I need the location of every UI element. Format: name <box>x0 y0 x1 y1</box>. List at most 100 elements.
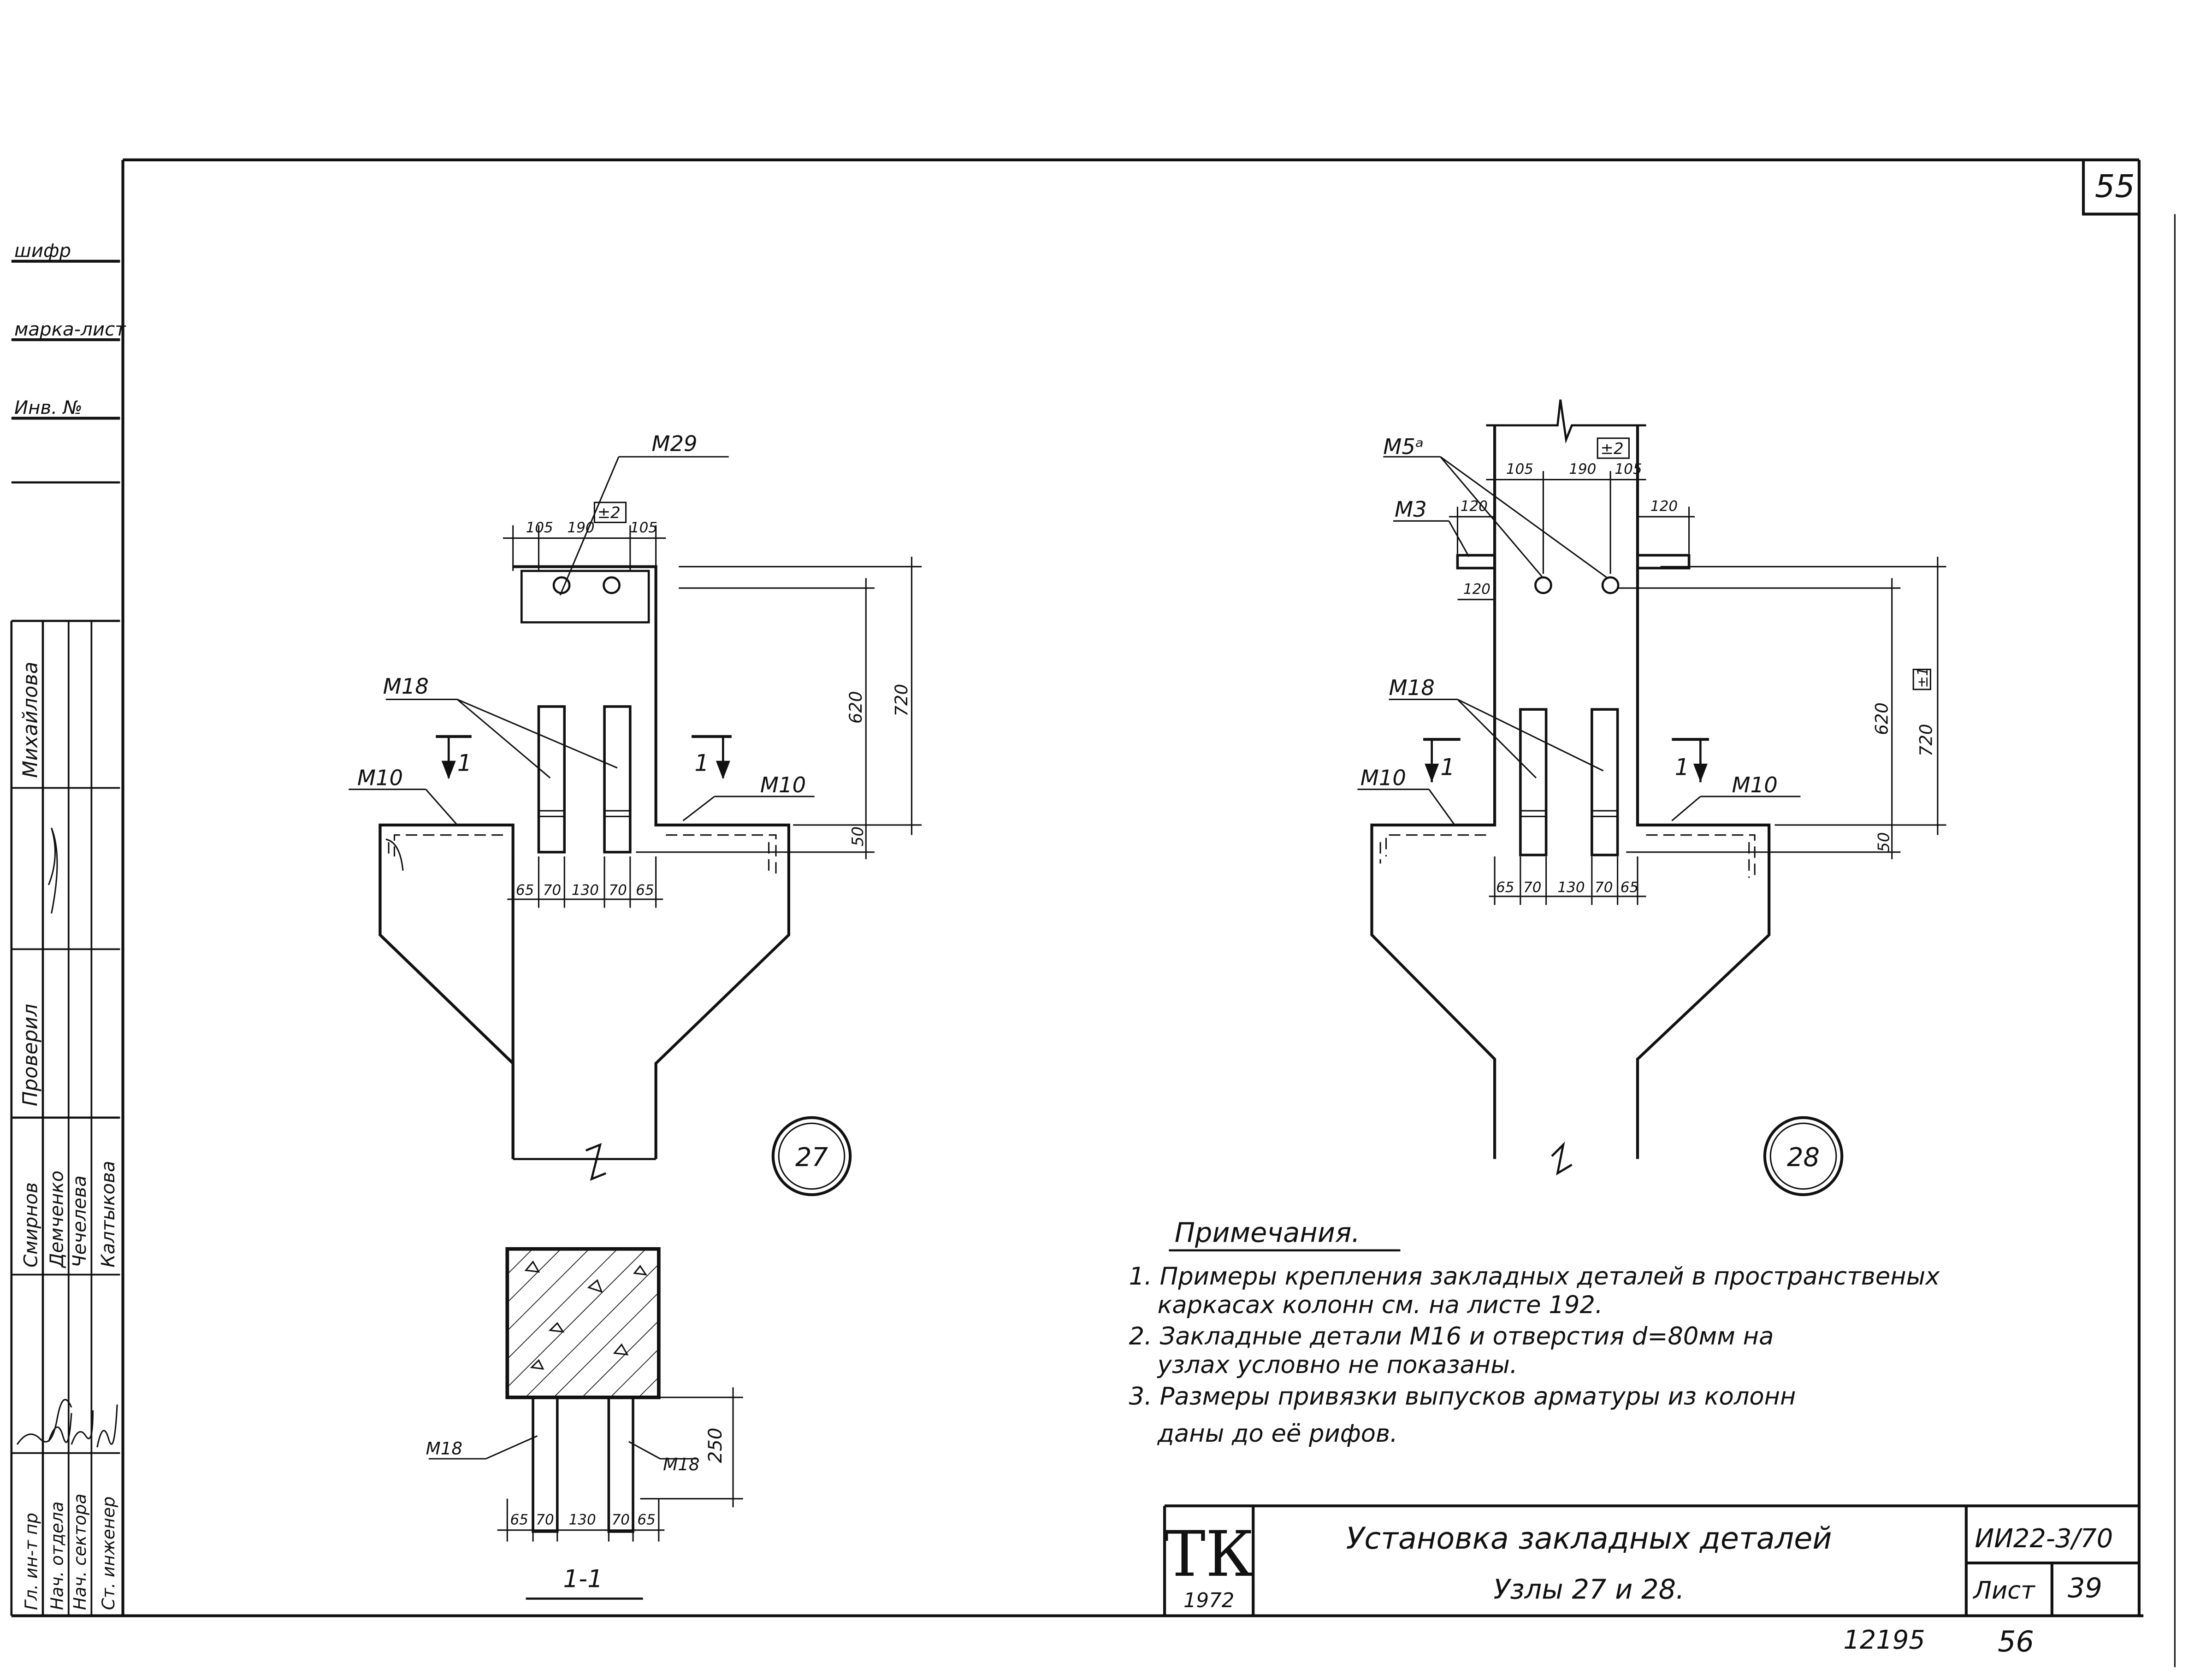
section-m18-right: M18 <box>663 1454 699 1474</box>
node27-callout-m18: M18 <box>383 674 429 699</box>
note-line-3: узлах условно не показаны. <box>1157 1351 1518 1379</box>
left-strip: шифр марка-лист Инв. № Михайлова Провери… <box>10 240 126 1616</box>
node28-callout-m3: M3 <box>1395 497 1427 522</box>
node28-callout-m18: M18 <box>1389 675 1435 700</box>
section-dim-bottom-0: 65 <box>510 1511 528 1528</box>
section-title: 1-1 <box>563 1565 603 1593</box>
node28-dim-side-0: 120 <box>1461 498 1488 515</box>
node28-callout-m10-left: M10 <box>1360 765 1406 790</box>
node28-callout-m5a: M5ᵃ <box>1383 434 1424 459</box>
node28-vertical-dims <box>1617 556 1946 860</box>
node27-callout-m10-right: M10 <box>760 772 806 797</box>
page-number: 55 <box>2095 168 2135 205</box>
title-block-title-1: Установка закладных деталей <box>1346 1521 1832 1556</box>
node-27: M29 M18 M10 M10 1 1 ±2 105 190 105 <box>349 431 922 1197</box>
node27-section-mark-left: 1 <box>457 749 472 776</box>
node27-tol: ±2 <box>597 504 621 522</box>
note-line-5: даны до её рифов. <box>1157 1420 1398 1448</box>
node28-dim-top-1: 190 <box>1569 461 1596 477</box>
strip-name-2: Чечелева <box>69 1175 90 1267</box>
strip-name-1: Демченко <box>46 1171 67 1268</box>
note-line-4: 3. Размеры привязки выпусков арматуры из… <box>1129 1382 1796 1410</box>
strip-field-mark-sheet: марка-лист <box>14 319 126 340</box>
node27-dim-bottom-0: 65 <box>516 882 534 899</box>
strip-role-1: Нач. отдела <box>47 1502 67 1610</box>
title-block-sheet-number: 39 <box>2068 1572 2102 1603</box>
node27-outline <box>379 565 791 1159</box>
node28-dim-bottom-0: 65 <box>1496 879 1514 896</box>
node28-outline <box>1370 425 1771 1159</box>
node27-dim-bottom-1: 70 <box>543 882 561 899</box>
node28-callout-m10-right: M10 <box>1732 772 1778 797</box>
title-block-logo: ТК <box>1164 1518 1254 1591</box>
title-block-year: 1972 <box>1183 1589 1234 1612</box>
note-line-2: 2. Закладные детали M16 и отверстия d=80… <box>1129 1322 1774 1350</box>
node27-callouts <box>349 456 815 826</box>
section-m18-left: M18 <box>426 1438 462 1459</box>
node27-bottom-dims <box>507 856 663 908</box>
node-28: M5ᵃ M3 M18 M10 M10 1 1 ±2 105 190 <box>1357 399 1946 1197</box>
strip-field-inv-no: Инв. № <box>14 397 83 419</box>
node27-dim-50: 50 <box>849 826 867 846</box>
node28-dim-bottom-4: 65 <box>1621 879 1638 896</box>
section-dim-bottom-1: 70 <box>536 1511 554 1528</box>
section-dim-bottom-3: 70 <box>612 1511 630 1528</box>
node28-dim-side-2: 120 <box>1463 581 1490 597</box>
node28-section-mark-left: 1 <box>1440 754 1455 781</box>
strip-name-mikhailova: Михайлова <box>19 662 42 778</box>
node27-dim-bottom-3: 70 <box>609 882 627 899</box>
section-1-1: M18 M18 250 65 70 130 70 65 1-1 <box>426 1247 743 1600</box>
node27-vertical-dims <box>636 556 922 860</box>
section-dims <box>428 1387 743 1542</box>
title-block-title-2: Узлы 27 и 28. <box>1493 1574 1684 1605</box>
section-dim-250: 250 <box>705 1427 726 1463</box>
bottom-number-right: 56 <box>1998 1625 2034 1658</box>
strip-role-0: Гл. ин-т пр <box>21 1513 41 1610</box>
node27-dim-720: 720 <box>891 684 911 717</box>
note-line-0: 1. Примеры крепления закладных деталей в… <box>1129 1262 1940 1291</box>
node28-dim-side-1: 120 <box>1650 498 1678 515</box>
strip-label-checked: Проверил <box>19 1004 42 1106</box>
node27-dim-top-1: 190 <box>567 519 594 536</box>
notes-heading: Примечания. <box>1175 1216 1360 1248</box>
node28-label-circle <box>1763 1116 1844 1197</box>
node28-dim-top-2: 105 <box>1615 461 1642 477</box>
section-dim-bottom-2: 130 <box>569 1511 596 1528</box>
strip-name-3: Калтыкова <box>98 1161 119 1267</box>
node28-label: 28 <box>1787 1143 1820 1173</box>
node27-dim-bottom-4: 65 <box>636 882 654 899</box>
node28-dim-top-0: 105 <box>1506 461 1533 477</box>
frame <box>11 158 2176 1668</box>
title-block-code: ИИ22-3/70 <box>1975 1524 2113 1554</box>
node27-section-marks <box>436 735 732 779</box>
node27-dim-bottom-2: 130 <box>572 882 599 899</box>
node28-dim-50: 50 <box>1875 832 1893 852</box>
node27-callout-m10-left: M10 <box>357 765 403 790</box>
bottom-number-left: 12195 <box>1843 1625 1925 1655</box>
node27-top-dims <box>503 501 666 571</box>
node28-dim-bottom-1: 70 <box>1523 879 1541 896</box>
signatures <box>16 827 118 1448</box>
node27-callout-m29: M29 <box>651 431 697 456</box>
node28-dim-bottom-2: 130 <box>1557 879 1585 896</box>
node28-section-marks <box>1423 738 1709 783</box>
node27-label: 27 <box>795 1143 828 1173</box>
strip-role-2: Нач. сектора <box>70 1494 90 1610</box>
page-number-box: 55 <box>2082 159 2139 216</box>
node28-dim-bottom-3: 70 <box>1595 879 1613 896</box>
strip-field-cipher: шифр <box>14 240 71 261</box>
title-block-sheet-label: Лист <box>1972 1576 2035 1604</box>
section-dim-bottom-4: 65 <box>637 1511 655 1528</box>
strip-name-0: Смирнов <box>21 1182 42 1267</box>
node27-dim-620: 620 <box>846 691 866 724</box>
node28-dim-720: 720 <box>1916 724 1936 756</box>
note-line-1: каркасах колонн см. на листе 192. <box>1158 1291 1603 1319</box>
section-aggregate-marks <box>524 1260 648 1370</box>
node28-bottom-dims <box>1489 856 1646 905</box>
strip-role-3: Ст. инженер <box>98 1497 118 1610</box>
node27-dim-top-2: 105 <box>630 519 657 536</box>
title-block: ТК 1972 Установка закладных деталей Узлы… <box>1163 1504 2139 1616</box>
node28-tol-v: ±1 <box>1915 667 1931 688</box>
node28-dim-620: 620 <box>1871 702 1892 735</box>
